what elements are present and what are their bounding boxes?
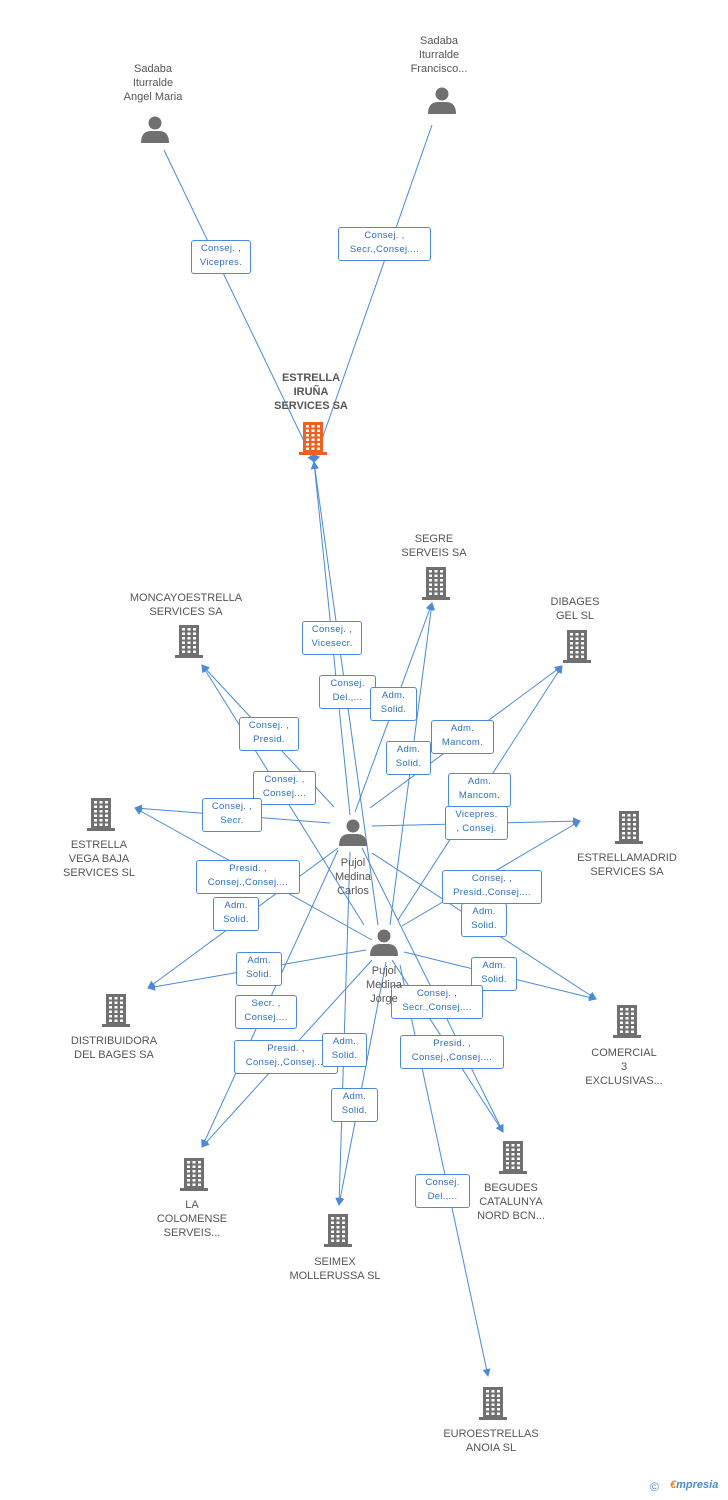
relation-label[interactable]: Secr. , Consej.... xyxy=(235,995,297,1029)
company-label[interactable]: COMERCIAL 3 EXCLUSIVAS... xyxy=(585,1047,663,1087)
company-label[interactable]: SEIMEX MOLLERUSSA SL xyxy=(289,1256,381,1282)
relation-label[interactable]: Adm. Mancom. xyxy=(431,720,494,754)
relation-label[interactable]: Consej. , Presid. xyxy=(239,717,299,751)
relation-edge xyxy=(335,851,351,1206)
person-icon[interactable] xyxy=(339,819,367,847)
relation-label[interactable]: Adm. Solid. xyxy=(386,741,431,775)
company-label[interactable]: ESTRELLAMADRID SERVICES SA xyxy=(577,852,677,878)
relation-label[interactable]: Adm. Solid. xyxy=(461,903,507,937)
relation-edge xyxy=(163,149,315,463)
company-label[interactable]: MONCAYOESTRELLA SERVICES SA xyxy=(129,592,243,618)
relation-label[interactable]: Adm. Solid. xyxy=(322,1033,367,1067)
company-building-icon[interactable] xyxy=(499,1141,527,1174)
relation-label[interactable]: Vicepres. , Consej. xyxy=(445,806,508,840)
company-label[interactable]: BEGUDES CATALUNYA NORD BCN... xyxy=(477,1182,545,1222)
relation-label[interactable]: Consej. , Presid.,Consej.... xyxy=(442,870,542,904)
company-building-icon[interactable] xyxy=(479,1387,507,1420)
relation-label[interactable]: Adm. Solid. xyxy=(213,897,259,931)
company-label[interactable]: DISTRIBUIDORA DEL BAGES SA xyxy=(70,1035,158,1061)
company-label[interactable]: EUROESTRELLAS ANOIA SL xyxy=(443,1428,539,1454)
copyright-symbol: © xyxy=(650,1480,659,1494)
main-company-label[interactable]: ESTRELLA IRUÑA SERVICES SA xyxy=(274,372,348,412)
relation-label[interactable]: Consej. , Consej.... xyxy=(253,771,316,805)
main-company-building-icon[interactable] xyxy=(299,422,327,455)
company-building-icon[interactable] xyxy=(613,1005,641,1038)
relation-label[interactable]: Consej. , Vicepres. xyxy=(191,240,251,274)
relation-edge xyxy=(336,961,387,1206)
company-building-icon[interactable] xyxy=(102,994,130,1027)
person-label[interactable]: Sadaba Iturralde Angel Maria xyxy=(123,63,183,103)
relation-label[interactable]: Consej. , Secr. xyxy=(202,798,262,832)
relation-edge xyxy=(312,124,433,463)
person-icon[interactable] xyxy=(428,87,456,115)
relation-label[interactable]: Adm. Solid. xyxy=(370,687,417,721)
company-building-icon[interactable] xyxy=(180,1158,208,1191)
company-building-icon[interactable] xyxy=(563,630,591,663)
relation-label[interactable]: Adm. Solid. xyxy=(331,1088,378,1122)
person-label[interactable]: Pujol Medina Jorge xyxy=(365,965,403,1005)
person-label[interactable]: Sadaba Iturralde Francisco... xyxy=(410,35,468,75)
person-icon[interactable] xyxy=(141,116,169,144)
relation-label[interactable]: Consej. , Vicesecr. xyxy=(302,621,362,655)
company-label[interactable]: DIBAGES GEL SL xyxy=(550,596,600,622)
relation-label[interactable]: Adm. Solid. xyxy=(236,952,282,986)
company-building-icon[interactable] xyxy=(422,567,450,600)
relation-label[interactable]: Adm. Mancom. xyxy=(448,773,511,807)
company-building-icon[interactable] xyxy=(324,1214,352,1247)
relation-label[interactable]: Presid. , Consej.,Consej.... xyxy=(234,1040,338,1074)
person-icon[interactable] xyxy=(370,929,398,957)
relation-label[interactable]: Presid. , Consej.,Consej.... xyxy=(400,1035,504,1069)
relation-label[interactable]: Consej. Del.,... xyxy=(415,1174,470,1208)
relation-label[interactable]: Presid. , Consej.,Consej.... xyxy=(196,860,300,894)
company-building-icon[interactable] xyxy=(87,798,115,831)
company-label[interactable]: ESTRELLA VEGA BAJA SERVICES SL xyxy=(63,839,135,879)
relation-label[interactable]: Consej. Del.,... xyxy=(319,675,376,709)
relation-edge xyxy=(399,964,491,1377)
relation-label[interactable]: Consej. , Secr.,Consej.... xyxy=(391,985,483,1019)
empresia-logo: €mpresia xyxy=(670,1479,719,1491)
person-label[interactable]: Pujol Medina Carlos xyxy=(334,857,372,897)
company-label[interactable]: SEGRE SERVEIS SA xyxy=(401,533,467,559)
company-building-icon[interactable] xyxy=(175,625,203,658)
relation-label[interactable]: Consej. , Secr.,Consej.... xyxy=(338,227,431,261)
company-label[interactable]: LA COLOMENSE SERVEIS... xyxy=(156,1199,228,1239)
company-building-icon[interactable] xyxy=(615,811,643,844)
